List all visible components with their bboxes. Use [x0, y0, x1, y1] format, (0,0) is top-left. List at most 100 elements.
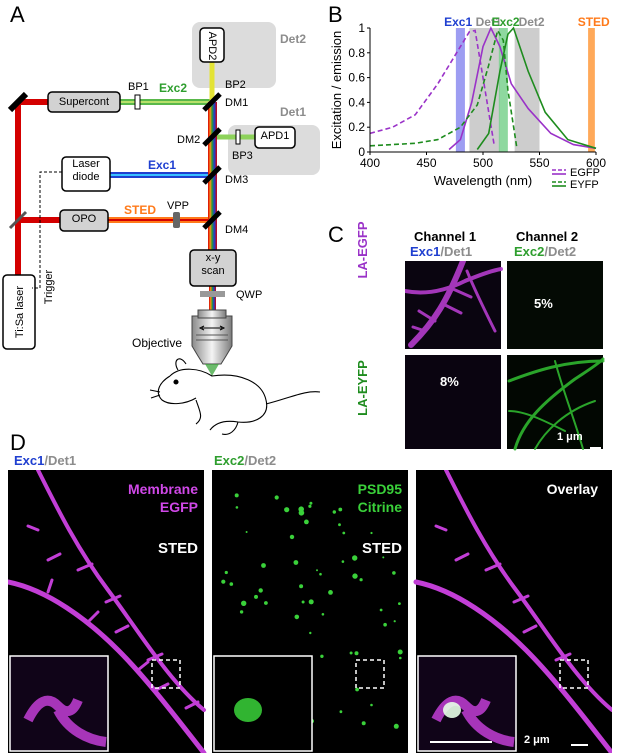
series-eyfp-emission [476, 26, 597, 150]
opo-box [59, 209, 109, 232]
psd95-punctum [308, 504, 312, 508]
panel-label-c: C [328, 222, 344, 247]
psd95-punctum [239, 610, 244, 614]
apd1-label: APD1 [260, 130, 290, 142]
c-det2: /Det2 [544, 244, 577, 259]
d-img1-sted: STED [157, 540, 198, 557]
psd95-punctum [316, 569, 318, 572]
c-row2-label: LA-EYFP [355, 360, 370, 416]
supercont-box [47, 91, 121, 113]
c-row1-label: LA-EGFP [355, 221, 370, 279]
exc2-label-a: Exc2 [159, 81, 188, 95]
c-crosstalk-bottom: 8% [440, 374, 459, 389]
tisa-box [2, 274, 36, 350]
psd95-punctum [342, 531, 346, 535]
bp1-label: BP1 [128, 81, 149, 93]
psd95-punctum [393, 620, 396, 623]
apd1-box [254, 126, 296, 149]
d-exc1: Exc1 [14, 453, 45, 468]
legend-label: EYFP [570, 179, 599, 191]
c-img-egfp-ch2 [507, 261, 603, 349]
apd2-box [199, 27, 225, 63]
panel-label-b: B [328, 2, 343, 27]
c-scale-label: 1 μm [557, 431, 583, 443]
d-head2: Exc2/Det2 [214, 453, 276, 468]
psd95-punctum [304, 519, 309, 525]
dm3-label: DM3 [225, 174, 249, 186]
legend-label: EGFP [570, 167, 600, 179]
psd95-punctum [370, 531, 373, 535]
psd95-punctum [319, 572, 322, 576]
x-tick-label: 600 [586, 156, 606, 170]
d-img2-sted: STED [361, 540, 402, 557]
psd95-punctum [321, 613, 325, 616]
y-tick-label: 0.2 [348, 120, 365, 134]
series-egfp-emission [448, 26, 597, 151]
supercont-label: Supercont [58, 96, 110, 108]
y-axis-label: Excitation / emission [329, 31, 344, 150]
psd95-punctum [383, 622, 387, 627]
psd95-punctum [309, 501, 313, 505]
d-img1-label-1: Membrane [127, 481, 198, 497]
psd95-punctum [274, 495, 279, 500]
x-tick-label: 550 [529, 156, 549, 170]
psd95-punctum [332, 510, 336, 514]
d-img2-label-1: PSD95 [357, 481, 402, 497]
psd95-punctum [294, 614, 300, 620]
xy-scan-box [189, 249, 237, 287]
y-tick-label: 0 [358, 145, 365, 159]
psd95-punctum [361, 721, 366, 726]
c-det1: /Det1 [440, 244, 473, 259]
psd95-punctum [328, 590, 333, 595]
qwp-label: QWP [236, 289, 263, 301]
psd95-punctum [284, 507, 290, 513]
panel-d-images [8, 470, 612, 753]
psd95-punctum [235, 506, 239, 509]
c-exc2: Exc2 [514, 244, 545, 259]
psd95-punctum [261, 563, 266, 568]
c-col1-sub: Exc1/Det1 [410, 244, 472, 259]
psd95-punctum [370, 703, 373, 707]
psd95-punctum [229, 582, 234, 586]
laser-diode-label-2: diode [72, 171, 100, 183]
psd95-punctum [241, 600, 247, 606]
psd95-punctum [289, 534, 295, 540]
c-col2-sub: Exc2/Det2 [514, 244, 576, 259]
psd95-punctum [341, 560, 345, 563]
psd95-punctum [264, 601, 268, 605]
d-head1: Exc1/Det1 [14, 453, 76, 468]
d-scale-label: 2 μm [524, 734, 550, 746]
band-label-exc2: Exc2 [492, 15, 520, 29]
c-img-eyfp-ch1 [405, 355, 501, 449]
psd95-punctum [299, 584, 304, 589]
exc1-label-a: Exc1 [148, 158, 177, 172]
psd95-punctum [354, 651, 359, 656]
mouse-sketch [149, 358, 321, 435]
x-axis-label: Wavelength (nm) [434, 173, 533, 188]
d-img1-label-2: EGFP [159, 499, 198, 515]
psd95-punctum [352, 573, 358, 579]
psd95-punctum [359, 578, 363, 582]
psd95-punctum [221, 579, 226, 584]
psd95-punctum [393, 723, 399, 729]
band-exc1 [455, 28, 465, 152]
apd2-label: APD2 [206, 31, 218, 61]
xy-label-1: x-y [205, 252, 221, 264]
dm4-label: DM4 [225, 224, 249, 236]
d-img3-label: Overlay [546, 481, 598, 497]
psd95-punctum [355, 687, 359, 692]
band-label-exc1: Exc1 [444, 15, 472, 29]
laser-diode-box [61, 156, 111, 192]
bp3-label: BP3 [232, 150, 253, 162]
d-inset-2 [213, 655, 313, 752]
psd95-punctum [392, 571, 396, 575]
opo-label: OPO [71, 213, 97, 225]
series-eyfp-excitation [369, 28, 518, 149]
det2-label: Det2 [280, 32, 307, 46]
c-exc1: Exc1 [410, 244, 441, 259]
panel-label-d: D [10, 430, 26, 455]
psd95-punctum [245, 531, 248, 533]
psd95-punctum [258, 588, 263, 593]
